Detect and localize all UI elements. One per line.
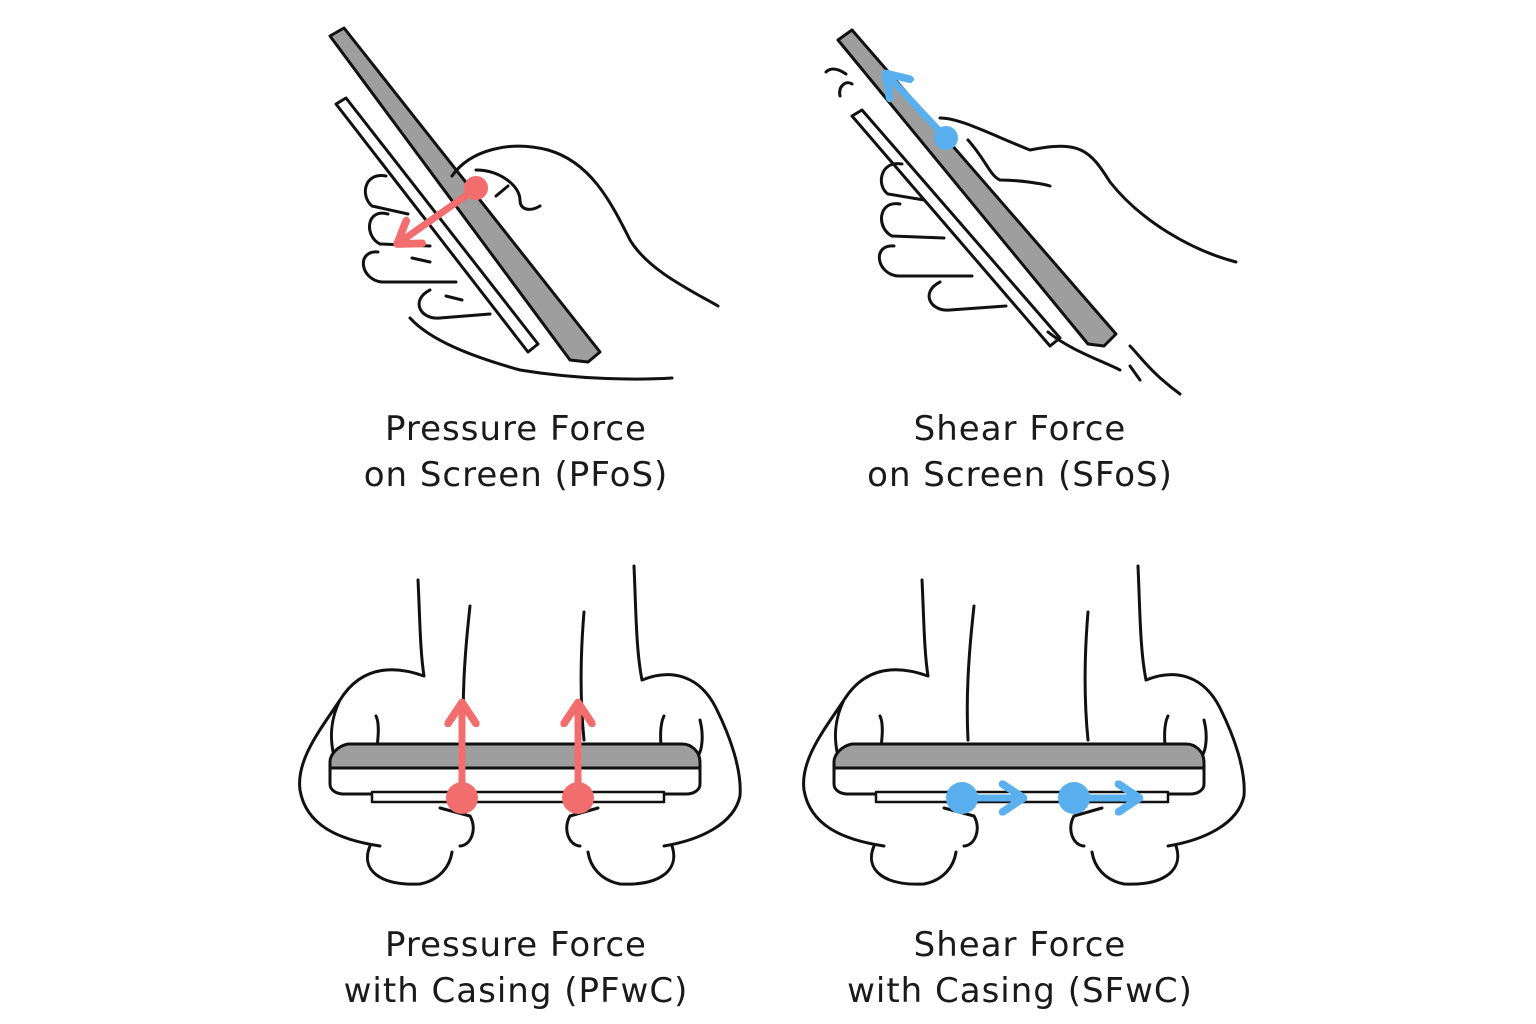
phone-casing-icon <box>328 766 702 796</box>
shear-arrow-sfos <box>888 76 958 150</box>
wrist-icon <box>920 564 1148 742</box>
caption-line-2: on Screen (SFoS) <box>867 455 1173 495</box>
caption-line-2: with Casing (SFwC) <box>847 971 1193 1011</box>
hand-icon <box>938 116 1238 396</box>
phone-screen-icon <box>328 742 702 770</box>
motion-marks-icon <box>824 67 854 98</box>
caption-line-2: with Casing (PFwC) <box>343 971 689 1011</box>
caption-pfwc: Pressure Force with Casing (PFwC) <box>266 922 766 1014</box>
caption-pfos: Pressure Force on Screen (PFoS) <box>266 406 766 498</box>
shear-arrows-sfwc <box>946 782 1136 814</box>
caption-sfwc: Shear Force with Casing (SFwC) <box>770 922 1270 1014</box>
phone-screen-icon <box>832 742 1206 770</box>
panel-pfwc-illustration <box>298 564 742 886</box>
caption-line-1: Shear Force <box>913 925 1127 965</box>
pressure-arrows-pfwc <box>446 706 594 814</box>
phone-screen-icon <box>836 28 1118 348</box>
wrist-icon <box>416 564 644 742</box>
phone-casing-icon <box>850 108 1062 348</box>
panel-pfos-illustration <box>328 26 720 381</box>
pressure-arrow-pfos <box>400 176 488 242</box>
hand-icon <box>408 144 720 381</box>
caption-line-1: Pressure Force <box>385 925 647 965</box>
fingers-icon <box>361 174 492 320</box>
phone-casing-icon <box>832 766 1206 796</box>
phone-casing-icon <box>334 96 540 354</box>
caption-line-1: Pressure Force <box>385 409 647 449</box>
panel-sfwc-illustration <box>802 564 1246 886</box>
caption-line-2: on Screen (PFoS) <box>363 455 669 495</box>
fingers-icon <box>877 162 1008 312</box>
caption-line-1: Shear Force <box>913 409 1127 449</box>
panel-sfos-illustration <box>824 28 1238 396</box>
caption-sfos: Shear Force on Screen (SFoS) <box>770 406 1270 498</box>
